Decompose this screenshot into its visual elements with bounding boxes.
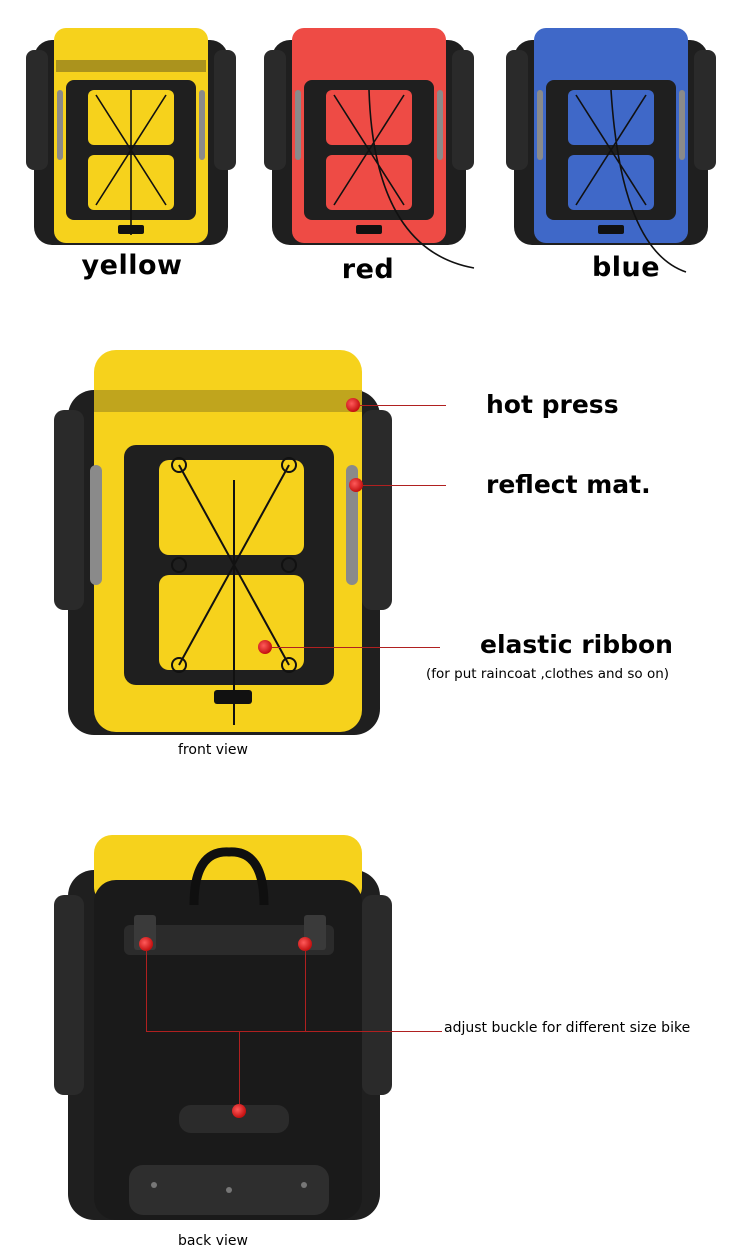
buckle-right-leader-line (305, 951, 306, 1031)
adjust-buckle-label: adjust buckle for different size bike (444, 1020, 691, 1036)
buckle-bottom-leader-line (239, 1031, 240, 1104)
variant-label-red: red (341, 254, 395, 285)
hot-press-label: hot press (486, 390, 619, 419)
variant-yellow (26, 20, 236, 250)
hot-press-marker (346, 398, 360, 412)
front-view-figure (54, 350, 394, 740)
variant-label-blue: blue (591, 252, 661, 283)
variant-red (264, 20, 479, 280)
buckle-bottom-marker (232, 1104, 246, 1118)
buckle-left-leader-line (146, 951, 147, 1031)
reflect-mat-marker (349, 478, 363, 492)
variant-label-yellow: yellow (81, 250, 183, 281)
buckle-leader-line (146, 1031, 442, 1032)
back-view-caption: back view (178, 1233, 248, 1249)
elastic-ribbon-marker (258, 640, 272, 654)
yellow-backpack-image (26, 28, 236, 245)
reflect-mat-leader-line (363, 485, 446, 486)
blue-backpack-image (506, 28, 716, 273)
red-backpack-image (264, 28, 475, 269)
buckle-right-marker (298, 937, 312, 951)
front-view-caption: front view (178, 742, 248, 758)
elastic-ribbon-note: (for put raincoat ,clothes and so on) (426, 666, 670, 682)
elastic-ribbon-label: elastic ribbon (480, 630, 673, 659)
buckle-left-marker (139, 937, 153, 951)
hot-press-leader-line (360, 405, 446, 406)
back-backpack-image (54, 835, 392, 1220)
back-view-figure (54, 830, 394, 1225)
elastic-ribbon-leader-line (272, 647, 440, 648)
front-backpack-image (54, 350, 392, 735)
reflect-mat-label: reflect mat. (486, 470, 651, 499)
variant-blue (506, 20, 721, 280)
